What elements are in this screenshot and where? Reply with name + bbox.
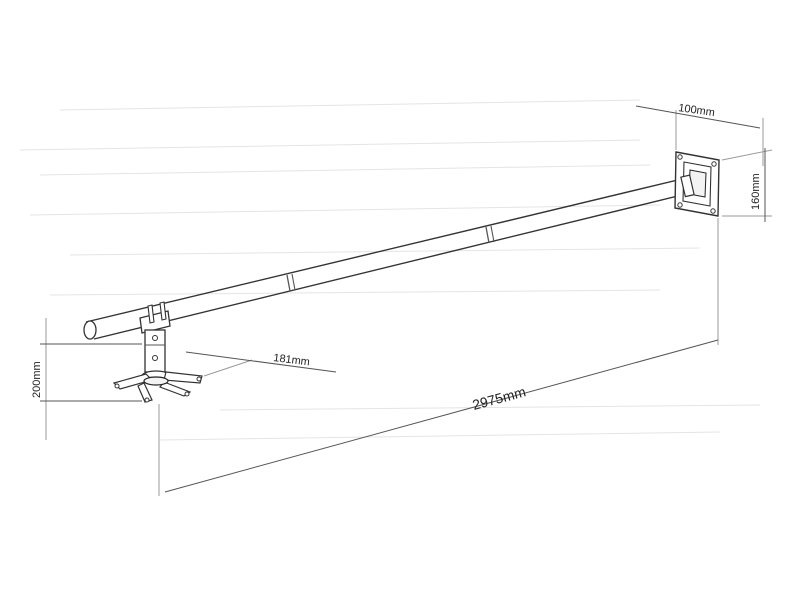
dimension-label-mount-depth: 181mm <box>273 352 311 368</box>
dimension-label-plate-width: 100mm <box>678 102 716 119</box>
dimension-label-total-length: 2975mm <box>471 383 528 413</box>
dimension-label-plate-height: 160mm <box>750 173 762 210</box>
projector-bracket <box>112 301 203 403</box>
background-hatching <box>19 99 761 441</box>
dimension-label-drop-height: 200mm <box>31 361 43 398</box>
extension-pole <box>83 177 691 340</box>
wall-plate <box>674 151 720 217</box>
dimension-lines <box>40 105 773 496</box>
